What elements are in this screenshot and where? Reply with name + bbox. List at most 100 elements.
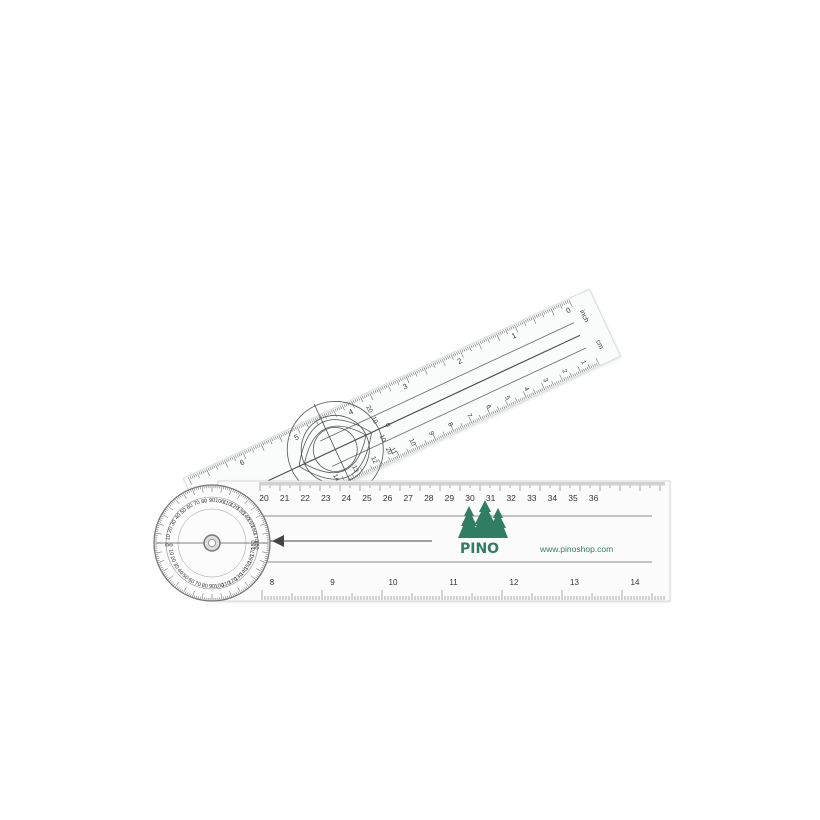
fixed-arm-cm-number: 20 [259,493,269,503]
spine-arc-number: 10 [369,416,379,426]
movable-arm-cm-number: 4 [522,386,530,393]
movable-arm-inch-number: 0 [565,305,573,315]
fixed-arm-inch-ticks [261,590,665,600]
protractor-inner-number: 150 [243,561,253,572]
movable-arm-inch-number: 3 [401,381,409,391]
movable-arm-unit-inch: inch [578,309,590,324]
movable-arm-cm-number: 13 [350,464,360,474]
movable-arm-cm-number: 6 [484,404,492,411]
protractor-outer-number: 70 [193,500,201,508]
protractor-inner-number: 130 [234,572,245,583]
fixed-arm-cm-number: 31 [486,493,496,503]
protractor-inner-number: 30 [172,562,180,570]
spine-arc-number: 10 [378,434,388,444]
protractor-inner-number: 180 [251,540,257,549]
protractor-inner-number: 110 [221,580,231,589]
protractor-outer-number: 170 [252,532,260,542]
fixed-arm-cm-number: 34 [548,493,558,503]
protractor-outer-number: 120 [229,502,240,512]
movable-arm-inch-ticks [187,299,573,485]
fixed-arm-cm-number: 24 [342,493,352,503]
spine-arc-number: 20 [384,446,394,456]
protractor-outer-number: 160 [249,525,258,536]
movable-arm-cm-number: 14 [331,473,341,483]
movable-arm-cm-number: 7 [465,413,473,420]
fixed-arm-cm-number: 26 [383,493,393,503]
movable-arm-inch-number: 6 [238,458,246,468]
protractor-outer-number: 140 [240,511,251,522]
tree-icon-2 [472,500,498,538]
movable-arm-inch-number: 4 [347,407,355,417]
protractor-outer-number: 130 [235,506,246,517]
protractor-outer-number: 110 [222,499,232,508]
fixed-arm-inch-number: 13 [570,578,579,587]
tree-icon [458,506,480,538]
protractor-inner-number: 90 [209,584,215,590]
fixed-arm-cm-number: 21 [280,493,290,503]
protractor-outer-number: 90 [209,498,215,504]
movable-arm-center-line [208,334,581,510]
movable-arm-cm-number: 9 [427,430,435,437]
protractor-outer-number: 0 [165,543,171,546]
fixed-arm-cm-number: 25 [362,493,372,503]
brand-url: www.pinoshop.com [539,544,613,554]
protractor-outer-number: 180 [253,540,259,549]
movable-arm-cm-number: 11 [388,447,397,456]
spine-arc-number: 0 [383,422,391,429]
fixed-arm-cm-number: 23 [321,493,331,503]
movable-arm-cm-number: 5 [503,395,511,402]
protractor-outer-number: 80 [201,498,208,505]
protractor-inner-number: 50 [181,573,190,582]
protractor-inner-number: 70 [194,581,202,589]
fixed-arm-cm-number: 33 [527,493,537,503]
protractor-inner-number: 140 [239,567,250,578]
protractor-outer-number: 30 [170,519,178,527]
movable-arm-inch-number: 1 [510,331,518,341]
fixed-arm-cm-ticks [259,482,665,491]
fixed-arm-cm-number: 27 [403,493,413,503]
movable-arm-cm-number: 12 [369,455,379,465]
protractor-outer-number: 20 [167,526,175,534]
pino-logo [458,500,508,538]
protractor-outer-number: 150 [245,518,255,529]
protractor-degree-ticks [154,485,270,601]
spine-arc-number: 20 [364,405,374,415]
protractor-outer-number: 100 [215,498,225,506]
tree-icon-3 [488,508,508,538]
movable-arm-cm-number: 10 [407,438,417,448]
movable-arm-unit-cm: cm [594,339,604,351]
fixed-arm-cm-number: 36 [589,493,599,503]
protractor-outer-number: 10 [165,534,172,541]
movable-arm-cm-number: 3 [541,377,549,384]
fixed-arm-inch-number: 10 [389,578,398,587]
brand-name: PINO [460,541,499,557]
fixed-arm-cm-number: 30 [465,493,475,503]
protractor-inner-number: 120 [228,576,239,586]
movable-arm-inch-number: 2 [456,356,464,366]
protractor-inner-scale: 1801701601501401301201101009080706050403… [167,540,257,590]
protractor-inner-number: 160 [247,554,256,565]
fixed-arm-cm-number: 32 [506,493,516,503]
fixed-arm-inch-number: 12 [510,578,519,587]
fixed-arm-inch-number: 11 [449,578,458,587]
movable-arm-cm-number: 2 [560,368,568,375]
fixed-arm-cm-number: 28 [424,493,434,503]
fixed-arm-inch-number: 8 [270,578,275,587]
protractor-outer-number: 60 [186,503,194,511]
protractor-outer-number: 50 [179,507,188,516]
fixed-arm-cm-number: 29 [445,493,455,503]
fixed-arm-inch-number: 9 [330,578,335,587]
movable-arm-cm-number: 1 [579,359,587,366]
protractor-inner-number: 0 [167,543,173,546]
protractor-inner-number: 60 [187,577,195,585]
movable-arm-guide-line [320,322,575,442]
pointer-arrow-icon [272,535,284,547]
